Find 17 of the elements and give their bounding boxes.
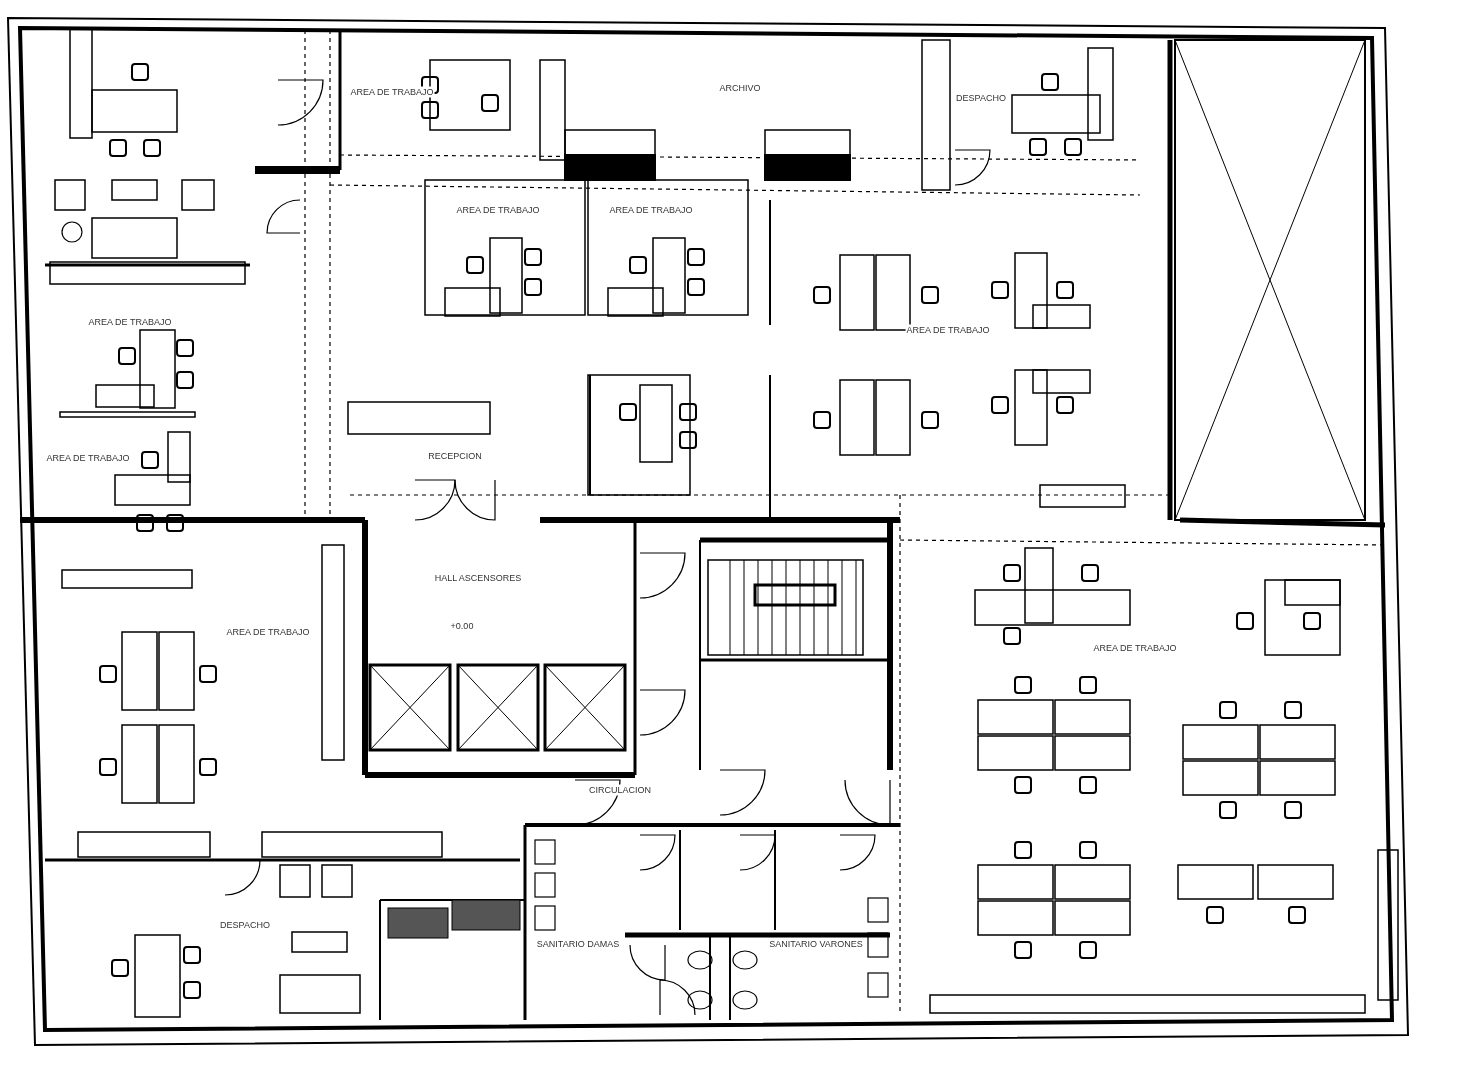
room-label: AREA DE TRABAJO <box>225 626 311 638</box>
room-label: AREA DE TRABAJO <box>1092 642 1178 654</box>
level-mark: +0.00 <box>449 620 475 632</box>
room-label: AREA DE TRABAJO <box>349 86 435 98</box>
room-label: DESPACHO <box>955 92 1007 104</box>
room-label: DESPACHO <box>219 919 271 931</box>
room-label: RECEPCION <box>427 450 483 462</box>
room-label: HALL ASCENSORES <box>433 572 523 584</box>
room-label: SANITARIO VARONES <box>768 938 864 950</box>
room-label: AREA DE TRABAJO <box>455 204 541 216</box>
room-label: AREA DE TRABAJO <box>87 316 173 328</box>
room-label: AREA DE TRABAJO <box>608 204 694 216</box>
room-label: AREA DE TRABAJO <box>45 452 131 464</box>
room-label: SANITARIO DAMAS <box>535 938 621 950</box>
room-label: CIRCULACION <box>588 784 652 796</box>
room-label: ARCHIVO <box>718 82 762 94</box>
room-label: AREA DE TRABAJO <box>905 324 991 336</box>
